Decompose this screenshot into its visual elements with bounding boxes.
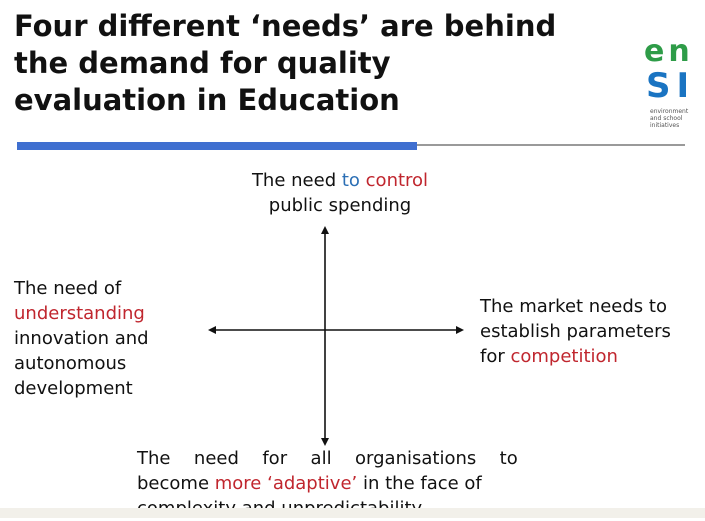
top-line-1: The need to control [230, 168, 450, 193]
right-line-3: for competition [480, 344, 705, 369]
left-line-2-understanding: understanding [14, 303, 145, 324]
top-line-2: public spending [268, 195, 412, 216]
left-line-3: innovation and [14, 328, 149, 349]
right-line-2: establish parameters [480, 321, 671, 342]
left-line-1: The need of [14, 278, 122, 299]
slide-title: Four different ‘needs’ are behind the de… [14, 8, 634, 119]
title-accent-bar [17, 142, 417, 150]
bottom-line-2-pre: become [137, 473, 215, 494]
quadrant-top-text: The need to control public spending [230, 168, 450, 218]
top-text-control: control [365, 170, 429, 191]
left-line-5: development [14, 378, 133, 399]
logo-sub-line-1: environment [650, 108, 689, 115]
bottom-line-1: The need for all organisations to [137, 448, 518, 469]
left-line-4: autonomous [14, 353, 127, 374]
logo-letters-en: en [644, 34, 694, 69]
top-text-pre: The need [251, 170, 342, 191]
bottom-more-adaptive: more ‘adaptive’ [214, 473, 358, 494]
quadrant-right-text: The market needs to establish parameters… [480, 294, 705, 369]
title-line-3: evaluation in Education [14, 83, 400, 117]
logo-subtitle: environment and school initiatives [650, 108, 702, 129]
title-line-1: Four different ‘needs’ are behind [14, 9, 557, 43]
ensi-logo: en SI environment and school initiatives [636, 34, 702, 134]
bottom-line-2-post: in the face of [357, 473, 482, 494]
quadrant-left-text: The need of understanding innovation and… [14, 276, 204, 401]
logo-sub-line-3: initiatives [650, 122, 680, 129]
logo-letters-si: SI [646, 66, 696, 106]
title-line-2: the demand for quality [14, 46, 391, 80]
logo-sub-line-2: and school [650, 115, 683, 122]
bottom-edge-band [0, 508, 705, 518]
right-line-1: The market needs to [480, 296, 667, 317]
top-text-to: to [341, 170, 360, 191]
right-competition: competition [510, 346, 618, 367]
right-line-3-pre: for [480, 346, 511, 367]
bottom-line-2: become more ‘adaptive’ in the face of [137, 471, 567, 496]
